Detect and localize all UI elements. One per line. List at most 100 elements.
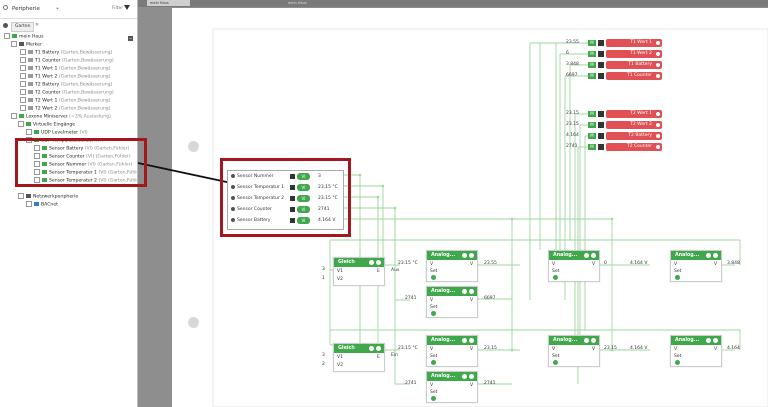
expand-icon[interactable]: [20, 97, 26, 103]
tree-item[interactable]: T2 Wert 2 (Garten,Bewässerung): [20, 105, 110, 113]
expand-icon[interactable]: [20, 81, 26, 87]
settings-icon[interactable]: [376, 346, 381, 351]
info-icon[interactable]: [369, 346, 374, 351]
settings-icon[interactable]: [591, 338, 596, 343]
info-icon[interactable]: [584, 253, 589, 258]
tab-inactive[interactable]: mein Haus: [288, 1, 307, 5]
gleich-block-2[interactable]: Gleich V1 V2 E: [333, 343, 385, 372]
tree-item[interactable]: T1 Wert 2 (Garten,Bewässerung): [20, 73, 110, 81]
tree-item[interactable]: Sensor Counter (VI) (Garten,Fühler): [34, 153, 131, 161]
tree-item[interactable]: UDP Levelmeter (VI): [26, 129, 88, 137]
settings-icon[interactable]: [713, 338, 718, 343]
settings-icon[interactable]: [469, 338, 474, 343]
remove-icon[interactable]: [656, 41, 660, 45]
settings-icon[interactable]: [469, 289, 474, 294]
tree-item[interactable]: T1 Counter (Garten,Bewässerung): [20, 57, 114, 65]
settings-icon[interactable]: [591, 253, 596, 258]
filter-tag[interactable]: Garten: [11, 22, 35, 32]
settings-icon[interactable]: [713, 253, 718, 258]
info-icon[interactable]: [584, 338, 589, 343]
expand-icon[interactable]: [20, 105, 26, 111]
remove-icon[interactable]: [656, 52, 660, 56]
expand-icon[interactable]: [20, 65, 26, 71]
expand-icon[interactable]: [34, 153, 40, 159]
tree-item[interactable]: Virtuelle Eingänge: [18, 121, 75, 129]
gleich-block-1[interactable]: Gleich V1 V2 E: [333, 257, 385, 286]
expand-icon[interactable]: [26, 129, 32, 135]
tab-active[interactable]: mein Haus: [147, 0, 190, 6]
expand-icon[interactable]: [34, 169, 40, 175]
settings-icon[interactable]: [469, 253, 474, 258]
expand-icon[interactable]: [20, 49, 26, 55]
expand-icon[interactable]: [20, 57, 26, 63]
settings-icon[interactable]: [469, 374, 474, 379]
tree-item[interactable]: Merker: [11, 41, 42, 49]
info-icon[interactable]: [462, 374, 467, 379]
info-icon[interactable]: [462, 253, 467, 258]
expand-icon[interactable]: [18, 193, 24, 199]
tree-item[interactable]: T2 Wert 1 (Garten,Bewässerung): [20, 97, 110, 105]
expand-icon[interactable]: [34, 161, 40, 167]
gear-icon[interactable]: [3, 5, 8, 10]
tree-item[interactable]: T2 Battery (Garten,Bewässerung): [20, 81, 112, 89]
remove-icon[interactable]: [656, 123, 660, 127]
tree-item[interactable]: T1 Battery (Garten,Bewässerung): [20, 49, 112, 57]
collapse-all-button[interactable]: −: [128, 36, 133, 41]
tree-item[interactable]: T2 Counter (Garten,Bewässerung): [20, 89, 114, 97]
tree-item[interactable]: BACnet: [26, 201, 58, 209]
expand-icon[interactable]: [4, 33, 10, 39]
tree-item[interactable]: Sensor Temperatur 1 (VI) (Garten,Fühler): [34, 169, 137, 177]
expand-icon[interactable]: [11, 41, 17, 47]
remove-icon[interactable]: [656, 134, 660, 138]
remove-icon[interactable]: [656, 63, 660, 67]
expand-icon[interactable]: [34, 177, 40, 183]
remove-icon[interactable]: [656, 74, 660, 78]
tree-item[interactable]: Netzwerkperipherie: [18, 193, 78, 201]
expand-icon[interactable]: [18, 121, 24, 127]
tree-item[interactable]: T1 Wert 1 (Garten,Bewässerung): [20, 65, 110, 73]
remove-icon[interactable]: [656, 112, 660, 116]
expand-icon[interactable]: [11, 113, 17, 119]
expand-icon[interactable]: [20, 73, 26, 79]
settings-icon[interactable]: [376, 260, 381, 265]
tree-item[interactable]: Sensor Battery (VI) (Garten,Fühler): [34, 145, 129, 153]
chevron-down-icon[interactable]: ⌄: [55, 4, 61, 11]
tree-item[interactable]: mein Haus: [4, 33, 44, 41]
info-icon[interactable]: [462, 289, 467, 294]
expand-icon[interactable]: [20, 89, 26, 95]
info-icon[interactable]: [706, 253, 711, 258]
info-icon[interactable]: [369, 260, 374, 265]
expand-icon[interactable]: [34, 145, 40, 151]
tree-item[interactable]: Sensor Temperatur 2 (VI) (Garten,Fühler): [34, 177, 137, 185]
filter-icon[interactable]: [124, 5, 130, 10]
info-icon[interactable]: [462, 338, 467, 343]
info-icon[interactable]: [706, 338, 711, 343]
expand-icon[interactable]: [26, 201, 32, 207]
remove-icon[interactable]: [656, 145, 660, 149]
tree-item[interactable]: Loxone Miniserver (~3% Auslastung): [11, 113, 111, 121]
tree-item[interactable]: Sensor Nummer (VI) (Garten,Fühler): [34, 161, 132, 169]
close-icon[interactable]: ✕: [35, 22, 40, 28]
